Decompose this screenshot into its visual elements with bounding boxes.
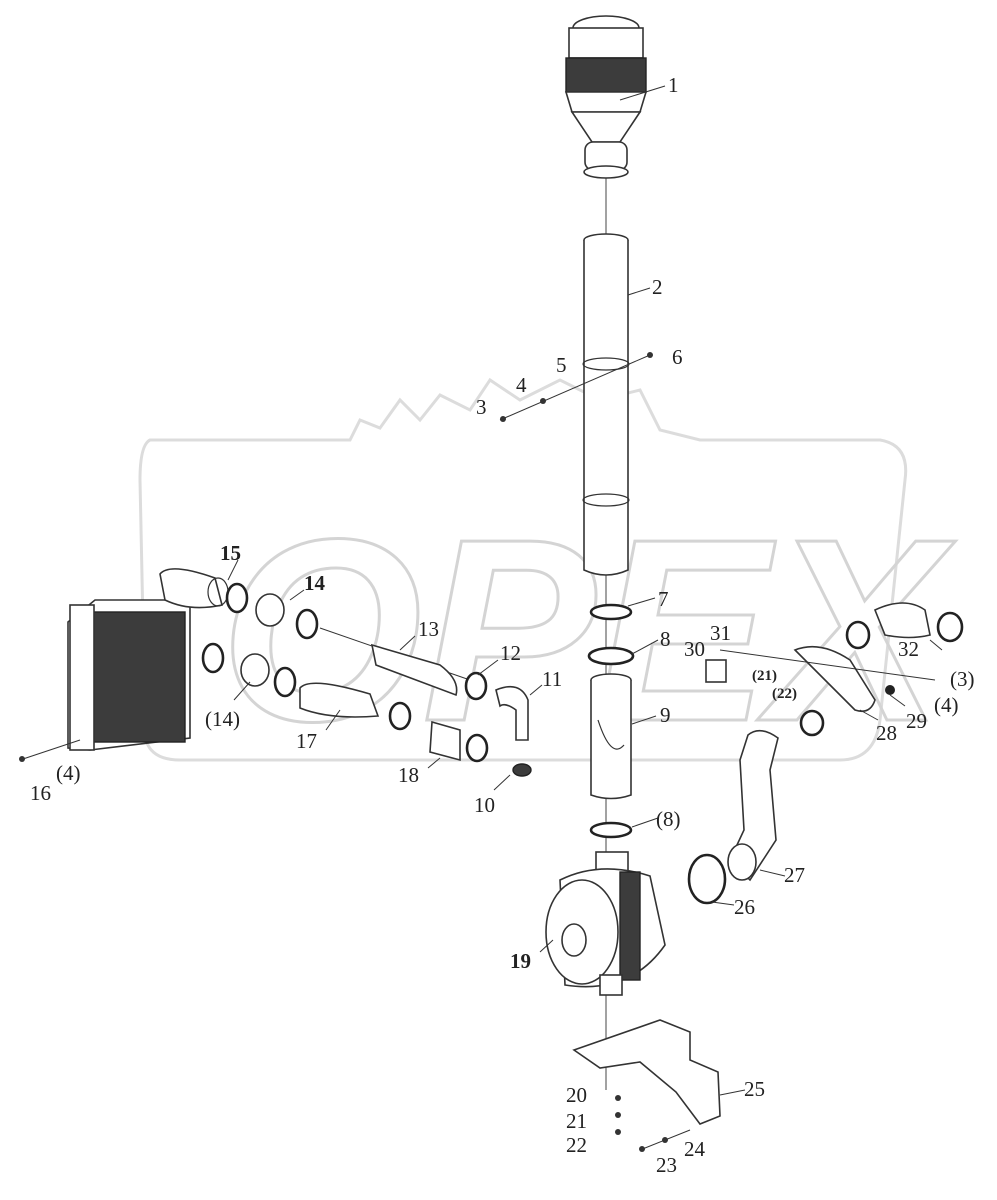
callout-2: 2	[652, 275, 663, 299]
part-19-air-filter	[545, 851, 666, 996]
callout-4-left: (4)	[56, 761, 81, 785]
callout-24: 24	[684, 1137, 706, 1161]
callout-14-paren: (14)	[205, 707, 240, 731]
part-2-intake-pipe	[582, 233, 630, 576]
callout-14: 14	[304, 571, 326, 595]
callout-25: 25	[744, 1077, 765, 1101]
callout-12: 12	[500, 641, 521, 665]
callout-labels: 1 2 3 4 5 6 7 8 9 10 11 12 13 14 15 16 (…	[30, 73, 975, 1177]
callout-3-paren: (3)	[950, 667, 975, 691]
callout-16: 16	[30, 781, 51, 805]
part-8-ring	[587, 646, 635, 666]
clamp-hardware-3-6	[499, 352, 653, 422]
callout-15: 15	[220, 541, 241, 565]
callout-6: 6	[672, 345, 683, 369]
callout-7: 7	[658, 587, 669, 611]
callout-21-paren: (21)	[752, 668, 777, 684]
callout-8-paren: (8)	[656, 807, 681, 831]
watermark-logo: OPEX	[138, 377, 957, 778]
callout-9: 9	[660, 703, 671, 727]
callout-13: 13	[418, 617, 439, 641]
callout-1: 1	[668, 73, 679, 97]
part-8-ring-lower	[589, 821, 633, 839]
callout-10: 10	[474, 793, 495, 817]
callout-19: 19	[510, 949, 531, 973]
callout-30: 30	[684, 637, 705, 661]
callout-27: 27	[784, 863, 805, 887]
callout-4: 4	[516, 373, 527, 397]
callout-4-paren: (4)	[934, 693, 959, 717]
callout-31: 31	[710, 621, 731, 645]
callout-29: 29	[906, 709, 927, 733]
fasteners-20-24	[615, 1095, 691, 1152]
callout-21: 21	[566, 1109, 587, 1133]
callout-3: 3	[476, 395, 487, 419]
callout-23: 23	[656, 1153, 677, 1177]
part-1-precleaner	[564, 15, 648, 179]
part-27-elbow-pipe	[727, 729, 779, 882]
callout-5: 5	[556, 353, 567, 377]
callout-17: 17	[296, 729, 317, 753]
callout-leaders	[227, 85, 943, 1096]
callout-20: 20	[566, 1083, 587, 1107]
callout-28: 28	[876, 721, 897, 745]
intercooler-assembly	[19, 568, 532, 777]
callout-22: 22	[566, 1133, 587, 1157]
callout-26: 26	[734, 895, 755, 919]
part-9-connector	[590, 673, 632, 800]
callout-22-paren: (22)	[772, 686, 797, 702]
callout-8: 8	[660, 627, 671, 651]
part-25-bracket	[572, 1019, 721, 1125]
right-hose-assembly	[705, 602, 964, 737]
part-7-ring	[589, 603, 633, 621]
callout-32: 32	[898, 637, 919, 661]
callout-11: 11	[542, 667, 562, 691]
part-26-gasket	[687, 853, 727, 905]
callout-18: 18	[398, 763, 419, 787]
